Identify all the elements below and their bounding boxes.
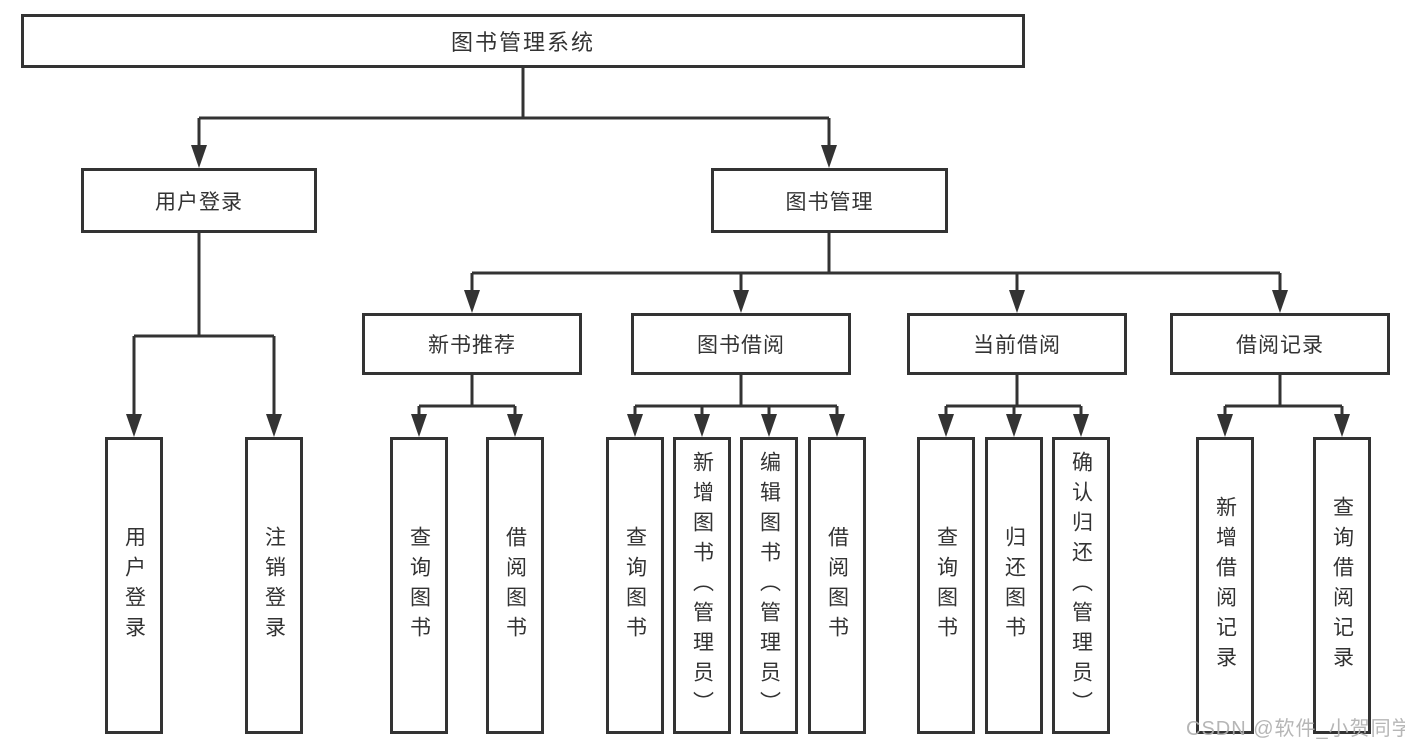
watermark: CSDN @软件_小贺同学	[1186, 718, 1405, 740]
leaf-query-books-recommend: 查询图书	[390, 437, 448, 734]
arrow-down-icon	[1272, 290, 1288, 313]
arrow-down-icon	[1217, 414, 1233, 437]
node-label: 查询图书	[934, 525, 958, 646]
node-label: 用户登录	[122, 525, 146, 646]
arrow-down-icon	[733, 290, 749, 313]
node-label: 查询图书	[623, 525, 647, 646]
arrow-down-icon	[1334, 414, 1350, 437]
leaf-confirm-return-admin: 确认归还（管理员）	[1052, 437, 1110, 734]
leaf-borrow-books-recommend: 借阅图书	[486, 437, 544, 734]
node-label: 新增图书（管理员）	[690, 450, 714, 721]
node-label: 新书推荐	[428, 334, 516, 357]
connector-manage-to-level2	[470, 233, 1282, 293]
node-label: 用户登录	[155, 190, 243, 214]
connector-records-to-leaves	[1223, 375, 1344, 417]
leaf-return-book: 归还图书	[985, 437, 1043, 734]
arrow-down-icon	[821, 145, 837, 168]
node-book-borrow: 图书借阅	[631, 313, 851, 375]
connector-login-to-leaves	[132, 233, 276, 417]
node-label: 图书管理系统	[450, 30, 595, 55]
connector-recommend-to-leaves	[417, 375, 517, 417]
arrow-down-icon	[411, 414, 427, 437]
node-label: 编辑图书（管理员）	[757, 450, 781, 721]
node-label: 注销登录	[262, 525, 286, 646]
arrow-down-icon	[627, 414, 643, 437]
leaf-add-book-admin: 新增图书（管理员）	[673, 437, 731, 734]
node-label: 归还图书	[1002, 525, 1026, 646]
arrow-down-icon	[1009, 290, 1025, 313]
leaf-query-books-current: 查询图书	[917, 437, 975, 734]
arrow-down-icon	[1006, 414, 1022, 437]
node-label: 新增借阅记录	[1213, 495, 1237, 676]
node-label: 借阅图书	[825, 525, 849, 646]
arrow-down-icon	[1073, 414, 1089, 437]
arrow-down-icon	[938, 414, 954, 437]
arrow-down-icon	[126, 414, 142, 437]
arrow-down-icon	[694, 414, 710, 437]
node-borrow-records: 借阅记录	[1170, 313, 1390, 375]
leaf-edit-book-admin: 编辑图书（管理员）	[740, 437, 798, 734]
leaf-user-login: 用户登录	[105, 437, 163, 734]
arrow-down-icon	[464, 290, 480, 313]
arrow-down-icon	[507, 414, 523, 437]
leaf-logout: 注销登录	[245, 437, 303, 734]
leaf-query-borrow-record: 查询借阅记录	[1313, 437, 1371, 734]
node-user-login: 用户登录	[81, 168, 317, 233]
node-new-book-recommend: 新书推荐	[362, 313, 582, 375]
connector-root-to-level1	[197, 68, 831, 148]
leaf-add-borrow-record: 新增借阅记录	[1196, 437, 1254, 734]
node-label: 查询图书	[407, 525, 431, 646]
arrow-down-icon	[266, 414, 282, 437]
connector-current-to-leaves	[944, 375, 1083, 417]
arrow-down-icon	[829, 414, 845, 437]
node-label: 查询借阅记录	[1330, 495, 1354, 676]
node-current-borrow: 当前借阅	[907, 313, 1127, 375]
node-label: 借阅图书	[503, 525, 527, 646]
node-label: 图书借阅	[697, 334, 785, 357]
arrowheads-group	[126, 145, 1350, 437]
node-label: 借阅记录	[1236, 334, 1324, 357]
leaf-query-books-borrow: 查询图书	[606, 437, 664, 734]
arrow-down-icon	[761, 414, 777, 437]
node-label: 图书管理	[785, 190, 874, 214]
arrow-down-icon	[191, 145, 207, 168]
node-book-management: 图书管理	[711, 168, 948, 233]
node-label: 当前借阅	[973, 334, 1061, 357]
node-label: 确认归还（管理员）	[1069, 450, 1093, 721]
leaf-borrow-books-borrow: 借阅图书	[808, 437, 866, 734]
connector-borrow-to-leaves	[633, 375, 839, 417]
node-root: 图书管理系统	[21, 14, 1025, 68]
